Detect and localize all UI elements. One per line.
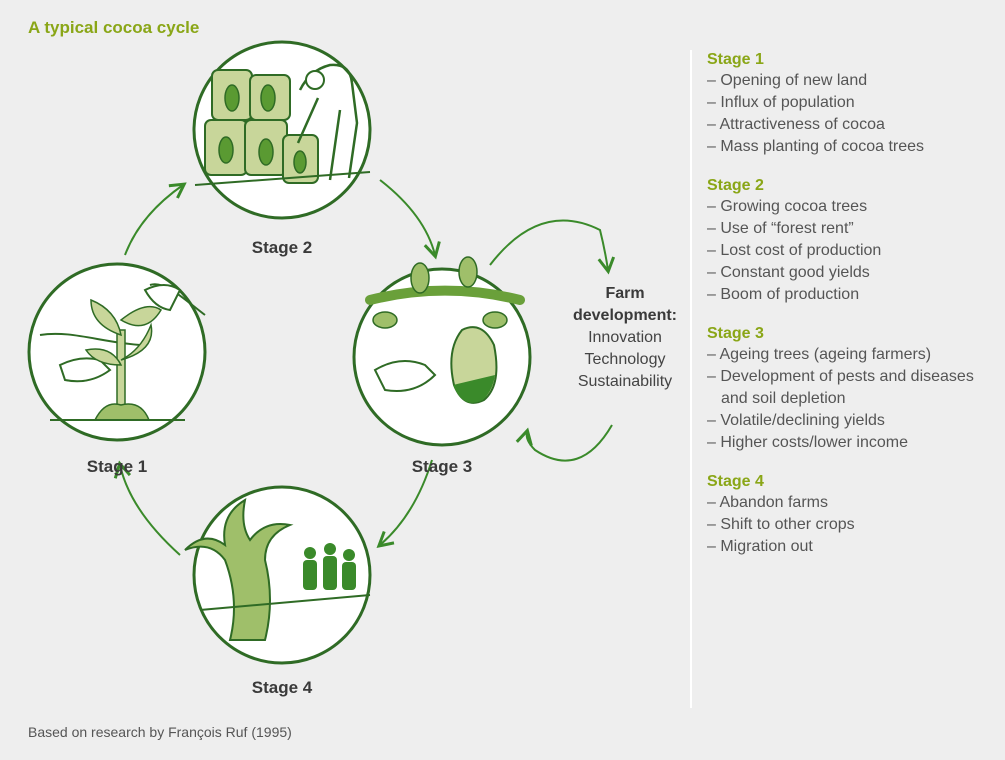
stage-descriptions: Stage 1 – Opening of new land – Influx o…	[707, 50, 997, 576]
stage-item: – Abandon farms	[707, 494, 828, 511]
stage-item: – Ageing trees (ageing farmers)	[707, 346, 932, 363]
cocoa-cycle-diagram: Stage 2 Stage 1 Stage 3 Stage 4 Farm dev…	[27, 40, 680, 697]
stage-heading: Stage 1	[707, 51, 764, 68]
stage2-label: Stage 2	[251, 238, 313, 257]
stage-item: – Constant good yields	[707, 264, 870, 281]
stage-item: – Opening of new land	[707, 72, 868, 89]
arrow-stage2-to-stage3	[379, 179, 435, 255]
stage-item: – Influx of population	[707, 94, 855, 111]
stage-heading: Stage 2	[707, 177, 764, 194]
stage1-block: Stage 1 – Opening of new land – Influx o…	[707, 50, 997, 158]
farm-item: Innovation	[588, 329, 662, 346]
stage-item: – Development of pests and diseases and …	[707, 368, 974, 407]
stage4-label: Stage 4	[251, 678, 313, 697]
stage4-illustration	[184, 485, 372, 665]
stage4-block: Stage 4 – Abandon farms – Shift to other…	[707, 472, 997, 558]
stage-heading: Stage 3	[707, 325, 764, 342]
stage3-label: Stage 3	[411, 457, 473, 476]
stage1-illustration	[27, 262, 207, 442]
source-note: Based on research by François Ruf (1995)	[28, 724, 292, 740]
arrow-stage3-to-stage4	[380, 459, 433, 545]
stage-item: – Mass planting of cocoa trees	[707, 138, 925, 155]
arrow-stage4-to-stage1	[120, 465, 181, 556]
stage-item: – Boom of production	[707, 286, 860, 303]
stage-item: – Attractiveness of cocoa	[707, 116, 885, 133]
stage-item: – Shift to other crops	[707, 516, 855, 533]
stage-item: – Growing cocoa trees	[707, 198, 868, 215]
arrow-stage1-to-stage2	[124, 185, 183, 256]
arrow-farm-loop-back	[527, 424, 613, 462]
stage-heading: Stage 4	[707, 473, 764, 490]
stage1-label: Stage 1	[86, 457, 148, 476]
stage-item: – Higher costs/lower income	[707, 434, 908, 451]
farm-title-line1: Farm	[605, 285, 645, 302]
farm-title-line2: development:	[572, 307, 677, 324]
farm-development: Farm development: Innovation Technology …	[560, 283, 690, 393]
stage2-illustration	[192, 40, 372, 220]
stage2-block: Stage 2 – Growing cocoa trees – Use of “…	[707, 176, 997, 306]
diagram-title: A typical cocoa cycle	[28, 18, 200, 37]
cycle-svg	[27, 40, 680, 665]
farm-item: Sustainability	[577, 373, 673, 390]
stage-item: – Volatile/declining yields	[707, 412, 885, 429]
arrow-farm-loop-out	[489, 219, 608, 270]
stage-item: – Migration out	[707, 538, 813, 555]
stage-item: – Use of “forest rent”	[707, 220, 854, 237]
divider	[690, 50, 692, 708]
farm-item: Technology	[584, 351, 666, 368]
stage3-illustration	[352, 256, 532, 447]
stage3-block: Stage 3 – Ageing trees (ageing farmers) …	[707, 324, 997, 454]
stage-item: – Lost cost of production	[707, 242, 882, 259]
